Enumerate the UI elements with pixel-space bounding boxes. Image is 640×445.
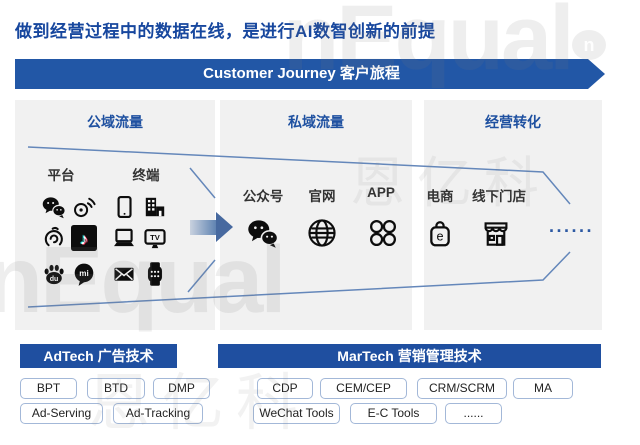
storefront-icon	[480, 217, 512, 249]
weibo-icon	[71, 194, 97, 220]
panel-public-traffic: 公域流量 平台 终端	[15, 100, 215, 330]
tablet-icon	[111, 194, 137, 220]
official-account-label: 公众号	[242, 189, 284, 204]
customer-journey-banner: Customer Journey 客户旅程	[15, 59, 588, 89]
official-site-label: 官网	[308, 189, 336, 204]
chip-cdp: CDP	[257, 378, 313, 399]
wechat-official-icon	[246, 216, 280, 250]
smartwatch-icon	[142, 261, 168, 287]
adtech-header-label: AdTech 广告技术	[43, 348, 154, 364]
martech-header-label: MarTech 营销管理技术	[337, 348, 482, 364]
laptop-icon	[111, 225, 137, 251]
douyin-icon: ♪ ♪ ♪	[71, 225, 97, 251]
wechat-icon	[41, 194, 67, 220]
platform-group-label: 平台	[47, 168, 75, 183]
baidu-icon: du	[41, 261, 67, 287]
svg-text:♪: ♪	[80, 231, 88, 249]
page-title: 做到经营过程中的数据在线，是进行AI数智创新的前提	[15, 22, 436, 41]
public-traffic-header: 公域流量	[87, 114, 143, 130]
ellipsis-dots: ......	[549, 216, 595, 236]
flow-arrow	[190, 220, 217, 235]
banner-arrow-tip	[588, 59, 605, 89]
tv-icon: TV	[142, 225, 168, 251]
panel-private-traffic: 私域流量 公众号 官网 APP	[220, 100, 412, 330]
adtech-header-bar: AdTech 广告技术	[20, 344, 177, 368]
ecommerce-bag-icon: e	[424, 217, 456, 249]
chip-crm-scrm: CRM/SCRM	[417, 378, 507, 399]
spiral-target-icon	[41, 225, 67, 251]
app-grid-icon	[367, 217, 399, 249]
svg-text:♪: ♪	[81, 231, 89, 249]
svg-text:♪: ♪	[79, 230, 87, 248]
svg-text:mi: mi	[79, 269, 88, 278]
office-building-icon	[142, 194, 168, 220]
mi-chat-icon: mi	[71, 261, 97, 287]
panel-conversion: 经营转化 电商 线下门店 e	[424, 100, 602, 330]
chip-cem-cep: CEM/CEP	[320, 378, 407, 399]
mail-icon	[111, 261, 137, 287]
private-traffic-header: 私域流量	[288, 114, 344, 130]
chip-wechat-tools: WeChat Tools	[253, 403, 340, 424]
chip-more: ......	[445, 403, 502, 424]
ecommerce-label: 电商	[426, 189, 454, 204]
terminal-group-label: 终端	[132, 168, 160, 183]
app-label: APP	[367, 185, 395, 200]
chip-dmp: DMP	[153, 378, 210, 399]
flow-arrow-head	[216, 212, 233, 242]
chip-ec-tools: E-C Tools	[350, 403, 437, 424]
offline-store-label: 线下门店	[472, 189, 526, 204]
customer-journey-label: Customer Journey 客户旅程	[203, 65, 400, 82]
martech-header-bar: MarTech 营销管理技术	[218, 344, 601, 368]
chip-bpt: BPT	[20, 378, 77, 399]
svg-text:du: du	[50, 276, 59, 283]
chip-ad-tracking: Ad-Tracking	[113, 403, 203, 424]
chip-ad-serving: Ad-Serving	[20, 403, 103, 424]
svg-text:e: e	[436, 229, 443, 243]
conversion-header: 经营转化	[485, 114, 541, 130]
chip-ma: MA	[513, 378, 573, 399]
globe-icon	[306, 217, 338, 249]
svg-text:TV: TV	[150, 233, 160, 242]
chip-btd: BTD	[87, 378, 145, 399]
watermark-registered-mark: n	[572, 30, 606, 60]
